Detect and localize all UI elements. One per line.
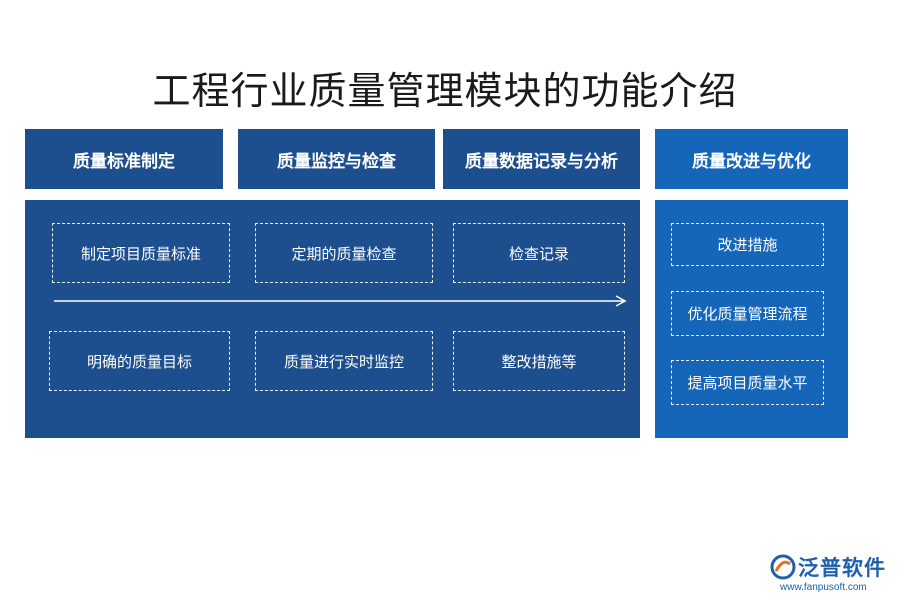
- header-standard: 质量标准制定: [25, 129, 223, 189]
- item-inspection-record: 检查记录: [453, 223, 625, 283]
- brand-logo: 泛普软件 www.fanpusoft.com: [770, 552, 895, 596]
- item-realtime-monitoring: 质量进行实时监控: [255, 331, 433, 391]
- fanpu-logo-icon: [770, 554, 796, 580]
- item-regular-inspection: 定期的质量检查: [255, 223, 433, 283]
- header-monitoring: 质量监控与检查: [238, 129, 435, 189]
- item-improvement-measures: 改进措施: [671, 223, 824, 266]
- header-data-analysis: 质量数据记录与分析: [443, 129, 640, 189]
- item-project-quality-standard: 制定项目质量标准: [52, 223, 230, 283]
- item-raise-quality-level: 提高项目质量水平: [671, 360, 824, 405]
- logo-name: 泛普软件: [798, 556, 886, 580]
- diagram-title: 工程行业质量管理模块的功能介绍: [152, 69, 738, 113]
- main-panel: [25, 200, 640, 438]
- logo-url: www.fanpusoft.com: [780, 582, 867, 593]
- header-improvement: 质量改进与优化: [655, 129, 848, 189]
- improvement-panel: [655, 200, 848, 438]
- flow-arrow: [54, 295, 627, 307]
- item-quality-target: 明确的质量目标: [49, 331, 230, 391]
- item-rectification-measures: 整改措施等: [453, 331, 625, 391]
- item-optimize-process: 优化质量管理流程: [671, 291, 824, 336]
